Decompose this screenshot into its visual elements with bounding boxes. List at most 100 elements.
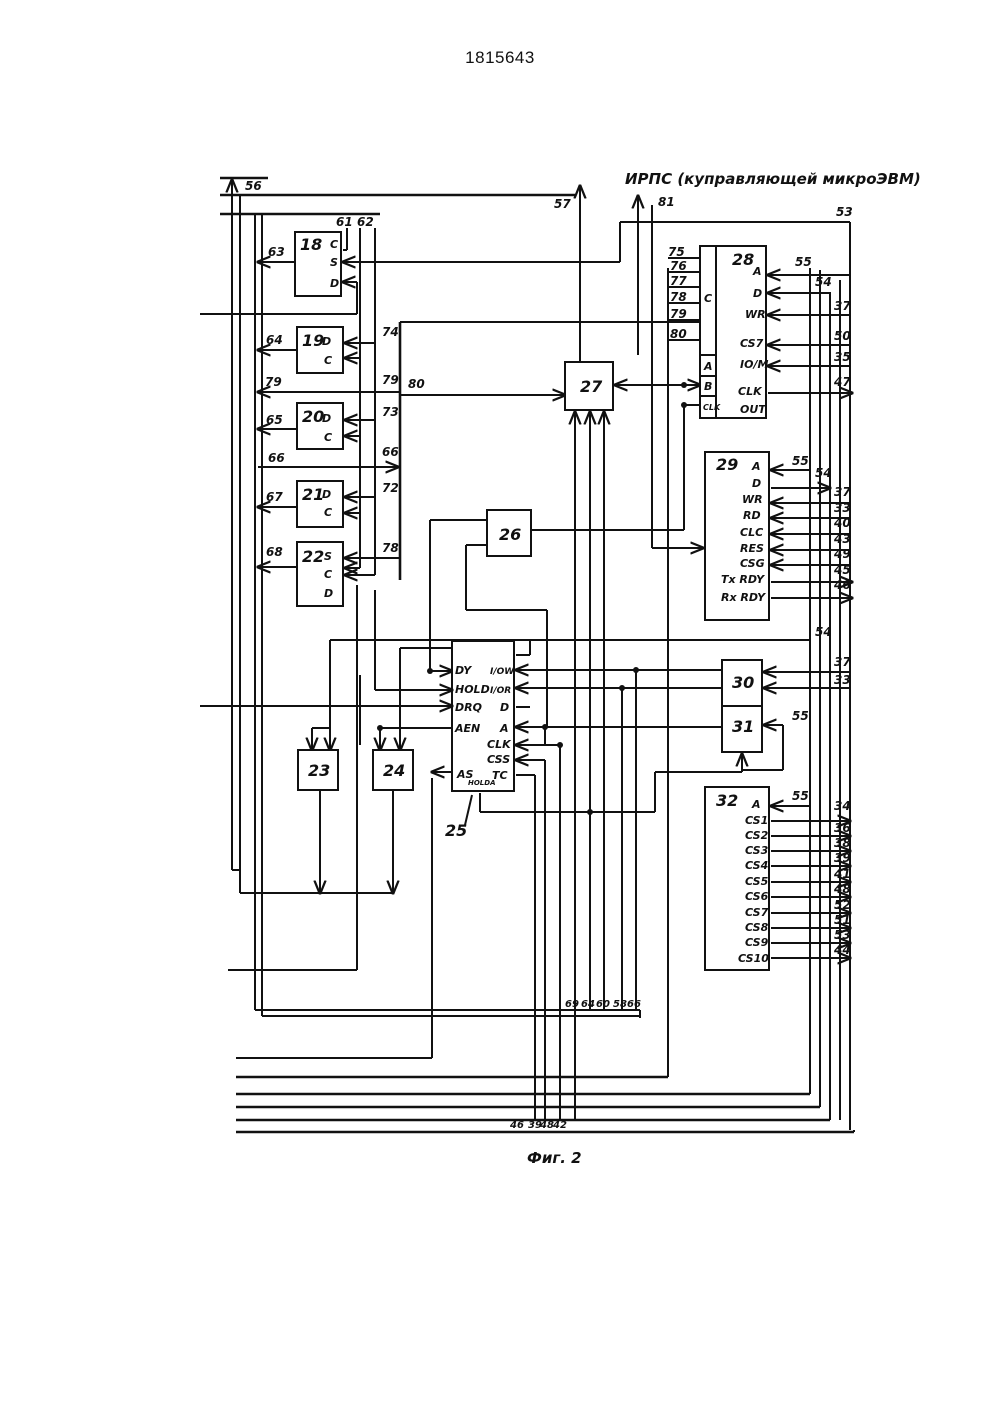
svg-text:A: A (752, 265, 762, 278)
svg-text:64: 64 (581, 999, 595, 1010)
svg-text:CLK: CLK (487, 738, 512, 751)
svg-text:56: 56 (245, 179, 262, 193)
svg-text:78: 78 (382, 541, 399, 555)
svg-text:D: D (753, 287, 762, 300)
svg-text:CS1: CS1 (745, 814, 768, 827)
svg-text:79: 79 (382, 373, 399, 387)
svg-text:19: 19 (302, 331, 324, 350)
svg-text:62: 62 (357, 215, 374, 229)
svg-text:DY: DY (455, 664, 472, 677)
svg-text:RD: RD (743, 509, 761, 522)
svg-text:63: 63 (268, 245, 285, 259)
svg-text:32: 32 (716, 791, 738, 810)
svg-text:78: 78 (670, 290, 687, 304)
svg-text:CLK: CLK (738, 385, 763, 398)
interface-header: ИРПС (купрaвляющей микроЭВМ) (625, 170, 921, 188)
svg-text:35: 35 (834, 350, 851, 364)
svg-text:77: 77 (670, 274, 687, 288)
svg-text:CS7: CS7 (745, 906, 769, 919)
svg-text:80: 80 (408, 377, 425, 391)
svg-text:IO/M: IO/M (740, 358, 768, 371)
svg-text:42: 42 (552, 1120, 567, 1131)
svg-text:37: 37 (834, 655, 851, 669)
svg-text:66: 66 (268, 451, 285, 465)
svg-text:27: 27 (580, 377, 603, 396)
svg-text:18: 18 (300, 235, 322, 254)
svg-text:S: S (324, 550, 332, 563)
svg-text:A: A (703, 360, 713, 373)
svg-text:C: C (324, 568, 332, 581)
svg-text:D: D (322, 488, 331, 501)
svg-text:55: 55 (792, 454, 809, 468)
svg-text:C: C (324, 354, 332, 367)
svg-text:D: D (322, 335, 331, 348)
svg-text:CS4: CS4 (745, 859, 768, 872)
svg-text:26: 26 (499, 525, 521, 544)
svg-text:46: 46 (833, 578, 851, 592)
svg-text:WR: WR (745, 308, 766, 321)
svg-text:Rx RDY: Rx RDY (721, 591, 766, 604)
block-31: 31 (722, 706, 783, 772)
svg-text:48: 48 (539, 1120, 554, 1131)
svg-text:RES: RES (740, 542, 764, 555)
svg-text:Tx RDY: Tx RDY (721, 573, 765, 586)
svg-text:S: S (330, 256, 338, 269)
svg-text:36: 36 (834, 821, 851, 835)
svg-text:48: 48 (833, 882, 851, 896)
svg-text:C: C (704, 292, 712, 305)
svg-text:37: 37 (834, 485, 851, 499)
svg-text:66: 66 (627, 999, 641, 1010)
svg-text:40: 40 (833, 516, 851, 530)
svg-text:31: 31 (732, 717, 754, 736)
svg-text:CSG: CSG (740, 557, 765, 570)
svg-text:33: 33 (834, 501, 851, 515)
svg-text:52: 52 (834, 898, 851, 912)
svg-text:61: 61 (336, 215, 353, 229)
svg-text:43: 43 (833, 532, 851, 546)
svg-text:CS6: CS6 (745, 890, 769, 903)
svg-text:46: 46 (509, 1120, 524, 1131)
svg-text:22: 22 (302, 547, 324, 566)
svg-text:CS7: CS7 (740, 337, 764, 350)
svg-text:37: 37 (834, 299, 851, 313)
svg-text:53: 53 (834, 928, 851, 942)
svg-text:WR: WR (742, 493, 763, 506)
svg-text:C: C (330, 238, 338, 251)
svg-text:44: 44 (833, 943, 851, 957)
svg-text:80: 80 (670, 327, 687, 341)
svg-text:60: 60 (596, 999, 610, 1010)
svg-text:50: 50 (834, 329, 851, 343)
svg-text:45: 45 (833, 563, 851, 577)
svg-text:24: 24 (383, 761, 405, 780)
svg-text:53: 53 (836, 205, 853, 219)
svg-text:D: D (500, 701, 509, 714)
svg-text:41: 41 (833, 867, 851, 881)
svg-text:65: 65 (266, 413, 283, 427)
svg-text:73: 73 (382, 405, 399, 419)
svg-text:B: B (704, 380, 712, 393)
svg-text:CS3: CS3 (745, 844, 769, 857)
svg-text:D: D (322, 412, 331, 425)
svg-text:25: 25 (445, 821, 467, 840)
svg-text:CS5: CS5 (745, 875, 769, 888)
svg-text:38: 38 (834, 836, 851, 850)
svg-text:20: 20 (302, 407, 324, 426)
svg-text:79: 79 (670, 307, 687, 321)
svg-text:D: D (752, 477, 761, 490)
svg-text:23: 23 (308, 761, 330, 780)
svg-text:66: 66 (382, 445, 399, 459)
svg-text:29: 29 (716, 455, 738, 474)
svg-text:C: C (324, 506, 332, 519)
svg-text:C: C (324, 431, 332, 444)
figure-caption: Фиг. 2 (527, 1149, 582, 1167)
block-20: 20 D C (297, 403, 343, 449)
svg-text:79: 79 (265, 375, 282, 389)
svg-text:D: D (330, 277, 339, 290)
svg-text:51: 51 (834, 913, 851, 927)
svg-text:HOLD: HOLD (455, 683, 490, 696)
svg-text:CS8: CS8 (745, 921, 769, 934)
svg-text:OUT: OUT (740, 403, 767, 416)
svg-text:TC: TC (492, 769, 508, 782)
